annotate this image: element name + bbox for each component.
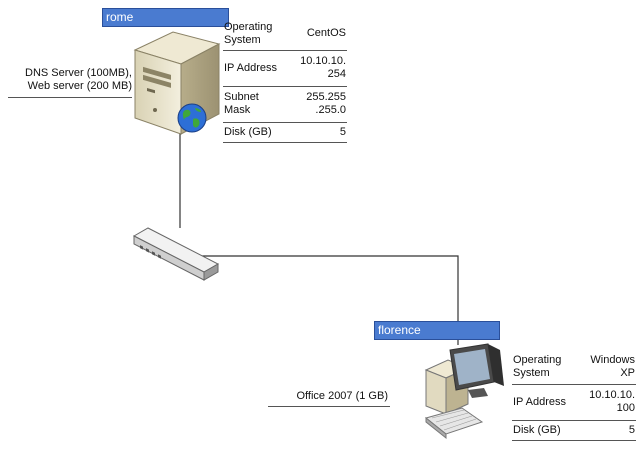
property-name: Operating System [223, 18, 287, 51]
property-name: Disk (GB) [512, 420, 576, 441]
table-row: Operating System CentOS [223, 18, 347, 51]
property-value: CentOS [287, 18, 347, 51]
property-value: 255.255 .255.0 [287, 86, 347, 123]
property-value: 5 [287, 122, 347, 143]
table-row: IP Address 10.10.10. 254 [223, 50, 347, 87]
rome-note-line2: Web server (200 MB) [27, 80, 132, 92]
node-label-rome[interactable]: rome [102, 8, 229, 27]
table-row: Operating System Windows XP [512, 350, 636, 385]
florence-note-underline [268, 406, 390, 407]
florence-properties-table: Operating System Windows XP IP Address 1… [512, 350, 636, 441]
network-switch-icon[interactable] [130, 224, 222, 284]
property-value: 10.10.10. 100 [576, 384, 636, 421]
workstation-icon[interactable] [418, 342, 510, 442]
table-row: IP Address 10.10.10. 100 [512, 384, 636, 421]
globe-icon [177, 103, 207, 133]
rome-note-line1: DNS Server (100MB), [25, 67, 132, 79]
property-name: Disk (GB) [223, 122, 287, 143]
property-name: IP Address [223, 50, 287, 87]
property-value: Windows XP [576, 350, 636, 385]
wire-switch-to-florence [190, 255, 459, 345]
property-name: Operating System [512, 350, 576, 385]
property-name: Subnet Mask [223, 86, 287, 123]
property-name: IP Address [512, 384, 576, 421]
florence-note: Office 2007 (1 GB) [268, 390, 388, 403]
property-value: 5 [576, 420, 636, 441]
table-row: Subnet Mask 255.255 .255.0 [223, 86, 347, 123]
rome-note-underline [8, 97, 132, 98]
rome-properties-table: Operating System CentOS IP Address 10.10… [223, 18, 347, 143]
florence-note-line1: Office 2007 (1 GB) [296, 390, 388, 402]
property-value: 10.10.10. 254 [287, 50, 347, 87]
node-label-florence[interactable]: florence [374, 321, 500, 340]
rome-note: DNS Server (100MB), Web server (200 MB) [2, 67, 132, 93]
table-row: Disk (GB) 5 [223, 122, 347, 143]
table-row: Disk (GB) 5 [512, 420, 636, 441]
